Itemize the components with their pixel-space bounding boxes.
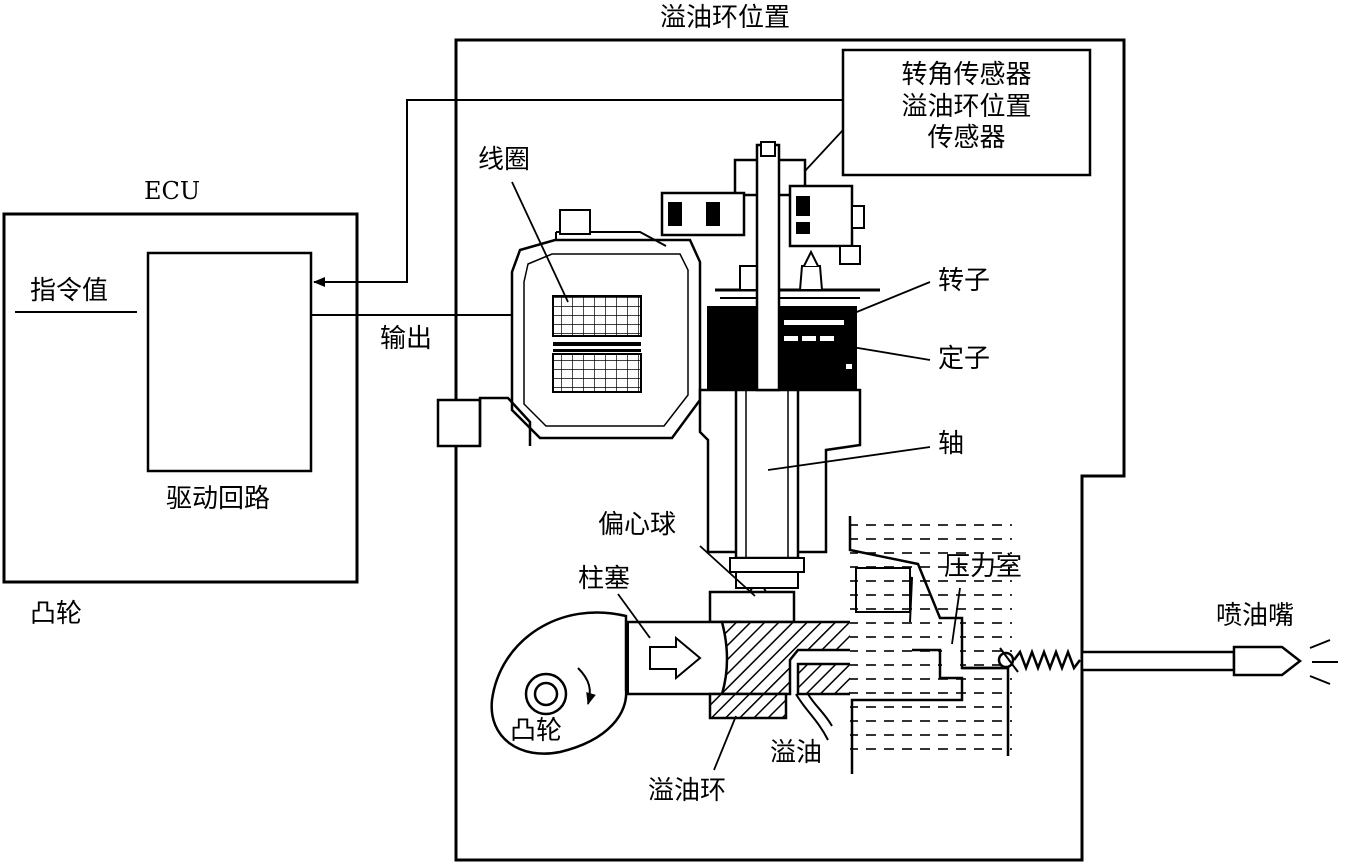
command-value-label: 指令值: [30, 276, 109, 306]
injector: [997, 639, 1338, 685]
drive-circuit-label: 驱动回路: [166, 484, 271, 514]
coil-label: 线圈: [478, 145, 531, 175]
shaft-label: 轴: [938, 429, 965, 459]
nozzle-tip: [1232, 645, 1303, 677]
injector-pipe: [1080, 650, 1236, 672]
stator-leader: [845, 345, 931, 361]
output-label: 输出: [380, 324, 433, 354]
plunger-leader: [617, 593, 651, 639]
sensor-box: [841, 48, 1092, 177]
leader-lines: [511, 181, 961, 771]
sensor-box-label: 转角传感器 溢油环位置 传感器: [843, 60, 1090, 155]
cam-label: 凸轮: [510, 716, 563, 746]
shaft-assembly: [698, 141, 862, 609]
pressure-chamber-leader: [951, 587, 961, 645]
shaft-leader: [767, 446, 931, 471]
stator: [707, 336, 857, 390]
ecu-box: [2, 212, 359, 584]
shaft-upper: [755, 143, 781, 392]
ecu-block: [2, 212, 359, 584]
eccentric-ball-leader: [699, 545, 756, 597]
plunger-arrow: [649, 635, 702, 681]
feedback-line: [313, 99, 843, 287]
rotor-stator: [707, 306, 857, 390]
drive-circuit-box: [146, 251, 313, 473]
coil-lower-winding: [552, 353, 642, 393]
pressure-chamber: [848, 516, 1012, 774]
coil-leader: [511, 181, 569, 303]
rotor-label: 转子: [938, 266, 991, 296]
injector-spring: [1013, 648, 1081, 672]
spill-oil-label: 溢油: [770, 738, 823, 768]
ecu-cam-label: 凸轮: [30, 599, 83, 629]
spill-ring: [708, 692, 788, 720]
sensor-box-line-2: 溢油环位置: [901, 91, 1032, 122]
injector-label: 喷油嘴: [1216, 601, 1295, 631]
coil: [552, 295, 642, 393]
spill-ring-position-label: 溢油环位置: [660, 3, 791, 33]
plunger-label: 柱塞: [578, 564, 631, 594]
cam: [490, 611, 628, 755]
eccentric-ball-label: 偏心球: [598, 510, 677, 540]
pressure-chamber-label: 压力室: [944, 552, 1023, 582]
spill-ring-label: 溢油环: [648, 776, 727, 806]
sensor-box-line-1: 转角传感器: [901, 60, 1032, 90]
stator-label: 定子: [938, 344, 991, 374]
rotor-leader: [841, 281, 931, 319]
pump-housing: [454, 38, 1126, 862]
spill-ring-leader: [713, 715, 737, 771]
sensor-box-line-3: 传感器: [927, 123, 1006, 154]
ecu-title: ECU: [144, 177, 201, 205]
coil-upper-winding: [552, 295, 642, 337]
